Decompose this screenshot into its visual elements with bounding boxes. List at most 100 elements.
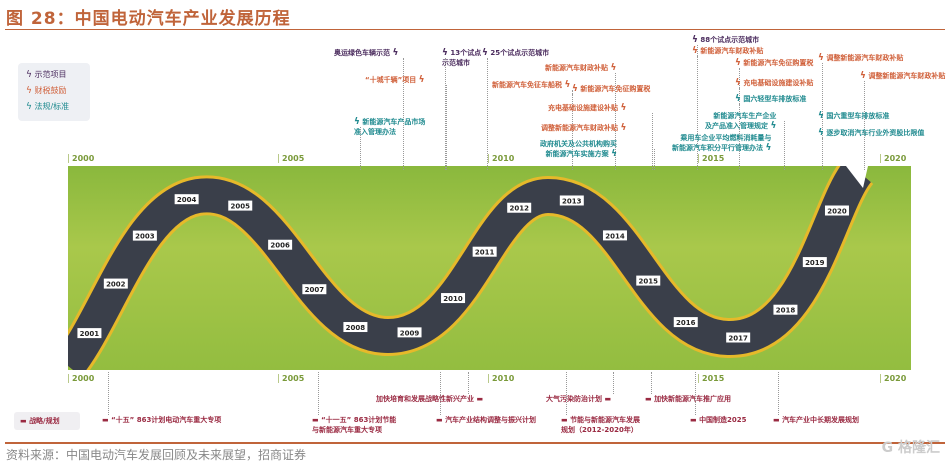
lightning-icon: ϟ — [610, 63, 617, 73]
road-year-label: 2020 — [827, 208, 847, 216]
event-connector — [651, 372, 652, 394]
event-connector — [654, 149, 655, 170]
lightning-icon: ϟ — [818, 111, 824, 121]
event-connector — [739, 104, 740, 170]
bottom-event: ▬ 加快新能源汽车推广应用 — [645, 394, 731, 404]
lightning-icon: ϟ — [26, 102, 32, 112]
year-label-top: 2015 — [698, 154, 724, 163]
lightning-icon: ϟ — [860, 71, 866, 81]
event-connector — [864, 81, 865, 170]
event-connector — [822, 138, 823, 170]
event-text: 汽车产业结构调整与振兴计划 — [445, 416, 537, 424]
legend-regulation: ϟ 法规/标准 — [26, 99, 82, 115]
lightning-icon: ϟ — [564, 80, 571, 90]
road-year-label: 2013 — [562, 197, 582, 205]
road-year-label: 2001 — [80, 330, 100, 338]
top-event: ϟ 国六轻型车排放标准 — [735, 94, 806, 104]
road-year-label: 2009 — [400, 329, 420, 337]
event-connector — [652, 133, 653, 170]
top-event: 奥运绿色车辆示范 ϟ — [334, 48, 398, 58]
lightning-icon: ϟ — [392, 48, 399, 58]
road-year-label: 2011 — [475, 249, 495, 257]
lightning-icon: ϟ — [442, 48, 448, 58]
road-year-label: 2017 — [728, 334, 748, 342]
event-text: 逐步取消汽车行业外资股比限值 — [826, 129, 925, 137]
legend-plan-label: 战略/规划 — [29, 417, 60, 425]
road-year-label: 2002 — [106, 281, 126, 289]
event-text: 国六重型车排放标准 — [826, 112, 890, 120]
lightning-icon: ϟ — [418, 75, 425, 85]
event-text: 新能源汽车生产企业 及产品准入管理规定 — [705, 112, 777, 130]
bottom-event: ▬ 中国制造2025 — [690, 415, 747, 425]
year-label-top: 2020 — [880, 154, 906, 163]
legend-plan: ▬ 战略/规划 — [14, 412, 80, 430]
top-event: ϟ 新能源汽车免征购置税 — [735, 58, 813, 68]
event-text: 调整新能源汽车财政补贴 — [826, 54, 904, 62]
road-year-label: 2014 — [605, 232, 625, 240]
year-label-top: 2005 — [278, 154, 304, 163]
brick-icon: ▬ — [690, 416, 697, 424]
top-event: ϟ 25个试点示范城市 — [482, 48, 549, 58]
event-text: 新能源汽车免征购置税 — [580, 85, 651, 93]
road-marking — [507, 202, 532, 213]
top-event: 调整新能源汽车财政补贴 ϟ — [541, 123, 626, 133]
event-text: 加快培育和发展战略性新兴产业 — [376, 395, 474, 403]
top-event: “十城千辆”项目 ϟ — [365, 75, 425, 85]
top-event: ϟ 新能源汽车免征购置税 — [572, 84, 650, 94]
road-marking — [343, 322, 368, 333]
lightning-icon: ϟ — [765, 143, 772, 153]
road-year-label: 2010 — [443, 295, 463, 303]
event-connector — [697, 56, 698, 170]
event-text: 充电基础设施建设补贴 — [548, 104, 618, 112]
event-text: 奥运绿色车辆示范 — [334, 49, 390, 57]
event-text: 88个试点示范城市 — [700, 36, 760, 44]
road-marking — [268, 239, 293, 250]
lightning-icon: ϟ — [354, 117, 360, 127]
watermark-logo: G 格隆汇 — [882, 437, 940, 457]
lightning-icon: ϟ — [818, 128, 824, 138]
event-text: 乘用车企业平均燃料消耗量与 新能源汽车积分平行管理办法 — [672, 134, 772, 152]
year-label-bot: 2010 — [488, 374, 514, 383]
road-year-label: 2015 — [639, 278, 659, 286]
category-legend: ϟ 示范项目 ϟ 财税鼓励 ϟ 法规/标准 — [18, 63, 90, 121]
road-year-label: 2012 — [509, 205, 529, 213]
brick-icon: ▬ — [645, 395, 652, 403]
road-marking — [673, 317, 698, 328]
lightning-icon: ϟ — [26, 70, 32, 80]
brick-icon: ▬ — [604, 395, 612, 403]
event-connector — [613, 372, 614, 394]
top-event: ϟ 国六重型车排放标准 — [818, 111, 889, 121]
event-connector — [446, 85, 447, 170]
legend-regulation-label: 法规/标准 — [34, 102, 70, 111]
lightning-icon: ϟ — [482, 48, 488, 58]
lightning-icon: ϟ — [572, 84, 578, 94]
top-event: 新能源汽车免征车船税 ϟ — [492, 80, 570, 90]
road-year-label: 2016 — [676, 319, 696, 327]
road-marking — [559, 195, 584, 206]
watermark-g-icon: G — [881, 440, 894, 456]
event-text: 大气污染防治计划 — [546, 395, 602, 403]
road-marking — [302, 284, 327, 295]
top-event: ϟ 13个试点 示范城市 — [442, 48, 481, 68]
top-event: ϟ 调整新能源汽车财政补贴 — [860, 71, 945, 81]
event-text: 13个试点 示范城市 — [442, 49, 482, 67]
road-marking — [773, 304, 798, 315]
legend-fiscal-label: 财税鼓励 — [34, 86, 67, 95]
event-connector — [615, 73, 616, 170]
bottom-event: 大气污染防治计划 ▬ — [546, 394, 611, 404]
footer-divider — [5, 442, 945, 444]
event-connector — [566, 372, 567, 415]
brick-icon: ▬ — [20, 417, 27, 425]
event-connector — [108, 372, 109, 415]
event-text: “十城千辆”项目 — [365, 76, 417, 84]
top-event: 新能源汽车财政补贴 ϟ — [545, 63, 616, 73]
road-marking — [602, 230, 627, 241]
bottom-event: ▬ 汽车产业结构调整与振兴计划 — [436, 415, 536, 425]
title-divider — [5, 29, 945, 30]
event-text: 25个试点示范城市 — [490, 49, 550, 57]
lightning-icon: ϟ — [692, 46, 698, 56]
legend-fiscal: ϟ 财税鼓励 — [26, 83, 82, 99]
event-connector — [572, 94, 573, 170]
lightning-icon: ϟ — [735, 78, 741, 88]
road-marking — [228, 200, 253, 211]
